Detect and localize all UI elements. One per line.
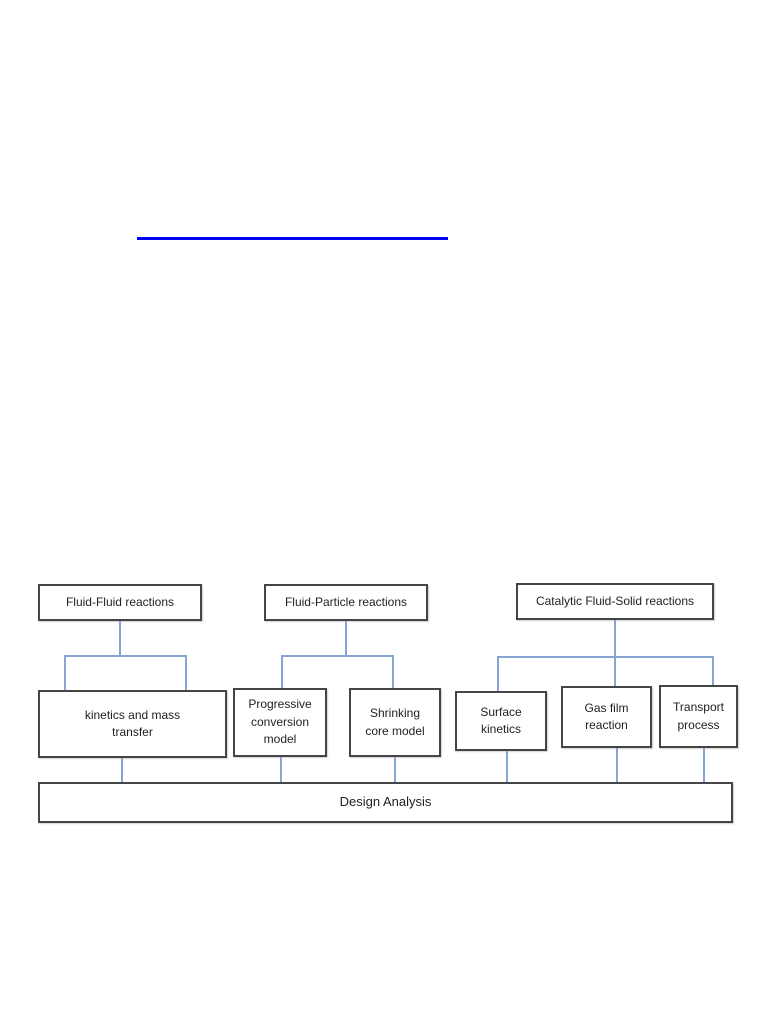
box-progressive-conversion-model: Progressive conversion model [233,688,327,757]
box-shrinking-core-model: Shrinking core model [349,688,441,757]
connector-kinetics-to-design [121,758,123,782]
connector-fluid-fluid-bar [64,655,187,657]
connector-catalytic-bar [497,656,714,658]
connector-fluid-particle-bar [281,655,394,657]
connector-catalytic-drop-left [497,656,499,691]
connector-transport-to-design [703,748,705,782]
box-label: Fluid-Fluid reactions [65,594,175,609]
connector-fluid-particle-stem [345,621,347,656]
connector-fluid-particle-drop-right [392,655,394,688]
connector-gas-film-to-design [616,748,618,782]
connector-fluid-fluid-stem [119,621,121,656]
box-transport-process: Transport process [659,685,738,748]
connector-fluid-particle-drop-left [281,655,283,688]
box-label: Surface kinetics [480,704,522,736]
connector-fluid-fluid-drop-right [185,655,187,690]
connector-catalytic-drop-right [712,656,714,685]
connector-shrinking-to-design [394,757,396,782]
box-label: Shrinking core model [365,706,425,738]
box-gas-film-reaction: Gas film reaction [561,686,652,748]
connector-surface-to-design [506,751,508,782]
hyperlink-underline[interactable] [137,237,448,240]
box-fluid-particle-reactions: Fluid-Particle reactions [264,584,428,621]
box-label: Catalytic Fluid-Solid reactions [535,593,695,608]
box-fluid-fluid-reactions: Fluid-Fluid reactions [38,584,202,621]
box-label: Transport process [673,700,724,732]
connector-catalytic-stem [614,620,616,686]
box-label: kinetics and mass transfer [84,707,181,739]
connector-progressive-to-design [280,757,282,782]
box-design-analysis: Design Analysis [38,782,733,823]
box-surface-kinetics: Surface kinetics [455,691,547,751]
box-label: Design Analysis [339,794,432,810]
box-label: Fluid-Particle reactions [284,594,408,609]
box-label: Progressive conversion model [248,697,312,747]
box-catalytic-fluid-solid-reactions: Catalytic Fluid-Solid reactions [516,583,714,620]
connector-fluid-fluid-drop-left [64,655,66,690]
box-label: Gas film reaction [584,700,629,732]
box-kinetics-and-mass-transfer: kinetics and mass transfer [38,690,227,758]
